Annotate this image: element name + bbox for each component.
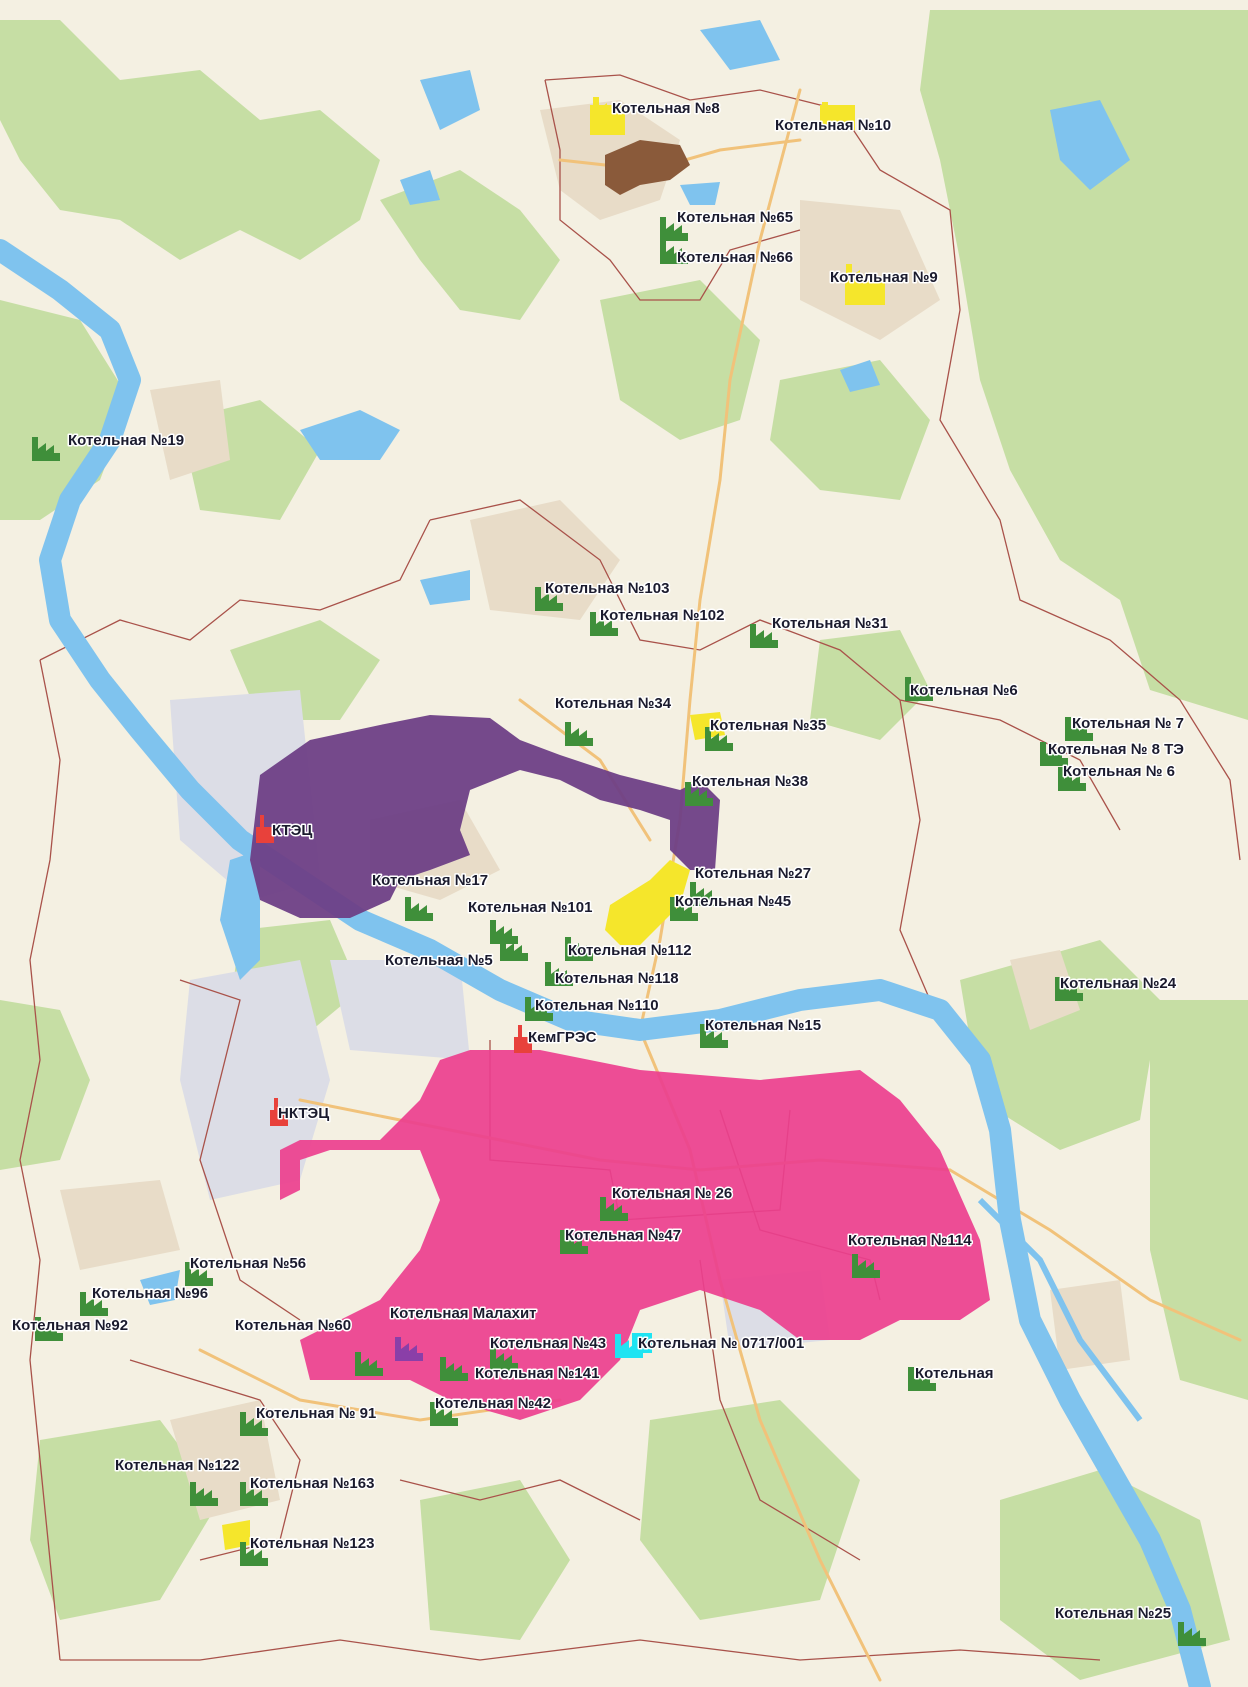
zone-brown [605,140,690,195]
boiler-label: Котельная №31 [772,615,888,632]
boiler-label: Котельная №17 [372,872,488,889]
river-channel [977,1197,1143,1422]
heat-source-markers: КТЭЦ КемГРЭС НКТЭЦ [256,815,598,1126]
boiler-label: Котельная №19 [68,432,184,449]
boiler-label: Котельная №118 [555,970,679,987]
boiler-label: Котельная № 91 [256,1405,376,1422]
zone-ktec [250,715,720,918]
boiler-label: Котельная №123 [250,1535,374,1552]
district-boundaries [19,74,1241,1661]
boiler-label: Котельная №45 [675,893,791,910]
boiler-label: Котельная №114 [848,1232,972,1249]
zone-yellow-n35 [690,712,725,740]
boiler-label: Котельная №141 [475,1365,599,1382]
river [0,239,1211,1687]
boiler-label: Котельная №122 [115,1457,239,1474]
boiler-label: Котельная №60 [235,1317,351,1334]
heat-source-label: НКТЭЦ [278,1105,329,1122]
boiler-label: Котельная №8 [612,100,720,117]
boiler-label: Котельная №103 [545,580,669,597]
boiler-label: Котельная №6 [910,682,1018,699]
boiler-label: Котельная №35 [710,717,826,734]
water-layer [0,20,1211,1687]
boiler-label: Котельная №65 [677,209,793,226]
boiler-label: Котельная №34 [555,695,672,712]
boiler-label: Котельная №163 [250,1475,374,1492]
boiler-label: Котельная №15 [705,1017,821,1034]
boiler-label: Котельная №5 [385,952,493,969]
boiler-label: Котельная №56 [190,1255,306,1272]
zone-kemgres [280,1050,990,1420]
boiler-label: Котельная №38 [692,773,808,790]
boiler-label: Котельная №42 [435,1395,551,1412]
boiler-label: Котельная [915,1365,994,1382]
boiler-label: Котельная №110 [535,997,659,1014]
boiler-label: Котельная № 6 [1063,763,1175,780]
boiler-label: Котельная №92 [12,1317,128,1334]
boiler-label: Котельная № 8 ТЭ [1048,741,1184,758]
boiler-label: Котельная № 0717/001 [638,1335,804,1352]
boiler-label: Котельная № 7 [1072,715,1184,732]
boiler-label: Котельная №27 [695,865,811,882]
boiler-label: Котельная №102 [600,607,724,624]
boiler-label: Котельная №10 [775,117,891,134]
boiler-label: Котельная Малахит [390,1305,537,1322]
boiler-label: Котельная №43 [490,1335,606,1352]
boiler-label: Котельная №66 [677,249,793,266]
boiler-label: Котельная №24 [1060,975,1177,992]
boiler-label: Котельная №112 [568,942,692,959]
heat-source-label: КТЭЦ [272,822,312,839]
heat-source-label: КемГРЭС [528,1029,597,1046]
zone-yellow-center [605,860,690,945]
boiler-label: Котельная №9 [830,269,938,286]
boiler-label: Котельная №25 [1055,1605,1171,1622]
boiler-label: Котельная №96 [92,1285,208,1302]
heat-zones [222,105,990,1550]
boiler-label: Котельная №47 [565,1227,681,1244]
boiler-label: Котельная № 26 [612,1185,732,1202]
boiler-label: Котельная №101 [468,899,592,916]
